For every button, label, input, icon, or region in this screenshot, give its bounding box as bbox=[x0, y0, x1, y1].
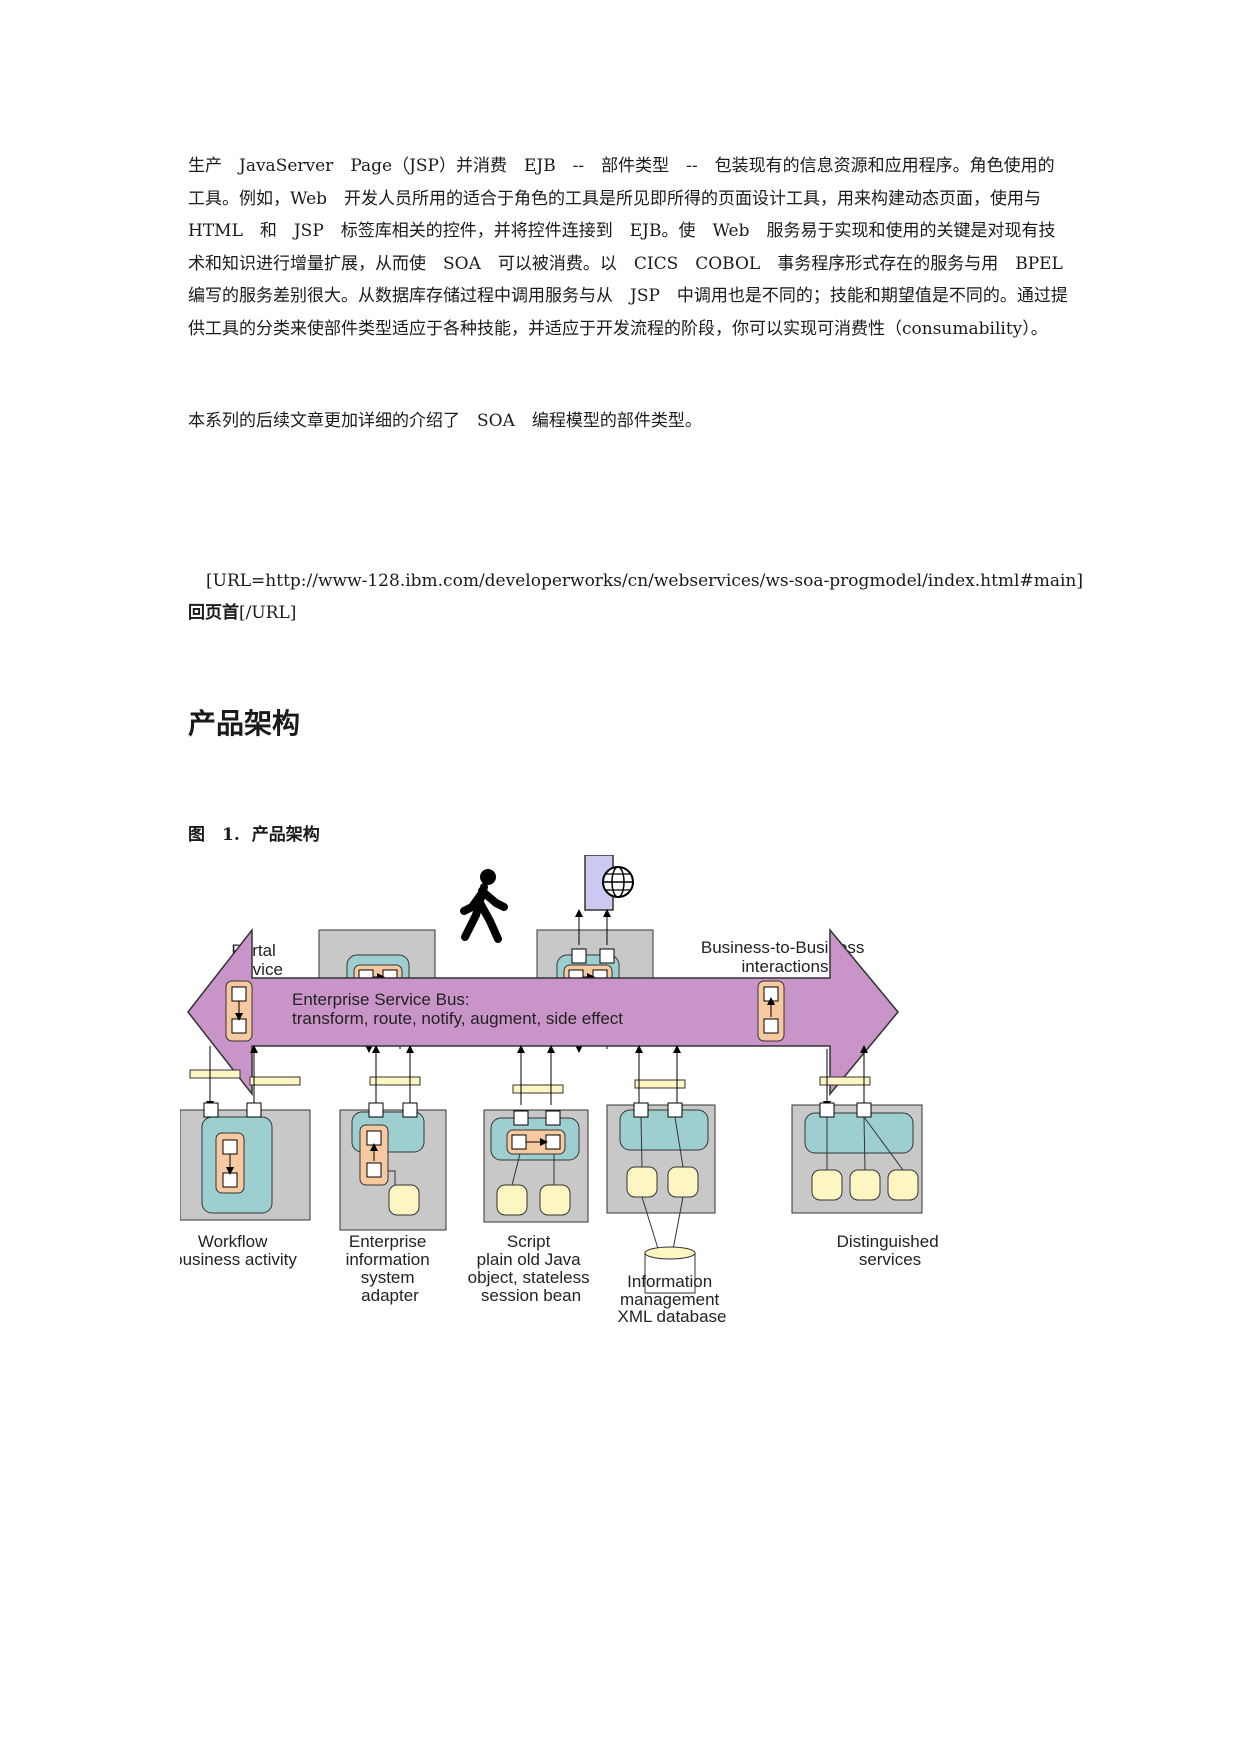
body-paragraph: 本系列的后续文章更加详细的介绍了 SOA 编程模型的部件类型。 bbox=[188, 411, 702, 431]
distinguished-label: Distinguished services bbox=[837, 1232, 944, 1269]
walking-person-icon bbox=[460, 869, 508, 943]
b2b-label: Business-to-Business interactions bbox=[701, 938, 869, 976]
eis-label: Enterprise information system adapter bbox=[346, 1232, 435, 1305]
architecture-diagram: Portal service Business-to-Business inte… bbox=[180, 855, 944, 1326]
body-paragraph: 生产 JavaServer Page（JSP）并消费 EJB -- 部件类型 -… bbox=[188, 156, 1080, 339]
info-mgmt-label: Information management XML database bbox=[618, 1272, 727, 1326]
workflow-label: Workflow business activity bbox=[180, 1232, 297, 1269]
section-title: 产品架构 bbox=[188, 707, 301, 740]
link-close: [/URL] bbox=[239, 603, 297, 623]
script-label: Script plain old Java object, stateless … bbox=[468, 1232, 595, 1305]
figure-title: 产品架构 bbox=[251, 825, 320, 845]
link-url-text: [URL=http://www-128.ibm.com/developerwor… bbox=[206, 571, 1083, 591]
link-label: 回页首 bbox=[188, 603, 239, 623]
back-to-top-link[interactable]: [URL=http://www-128.ibm.com/developerwor… bbox=[188, 565, 1083, 629]
enterprise-service-bus bbox=[187, 927, 899, 1097]
esb-label: Enterprise Service Bus: transform, route… bbox=[292, 990, 623, 1028]
figure-caption: 图 1. 产品架构 bbox=[188, 820, 332, 845]
database-icon bbox=[644, 1246, 696, 1294]
figure-number: 图 1. bbox=[188, 825, 240, 845]
globe-icon bbox=[602, 866, 634, 898]
